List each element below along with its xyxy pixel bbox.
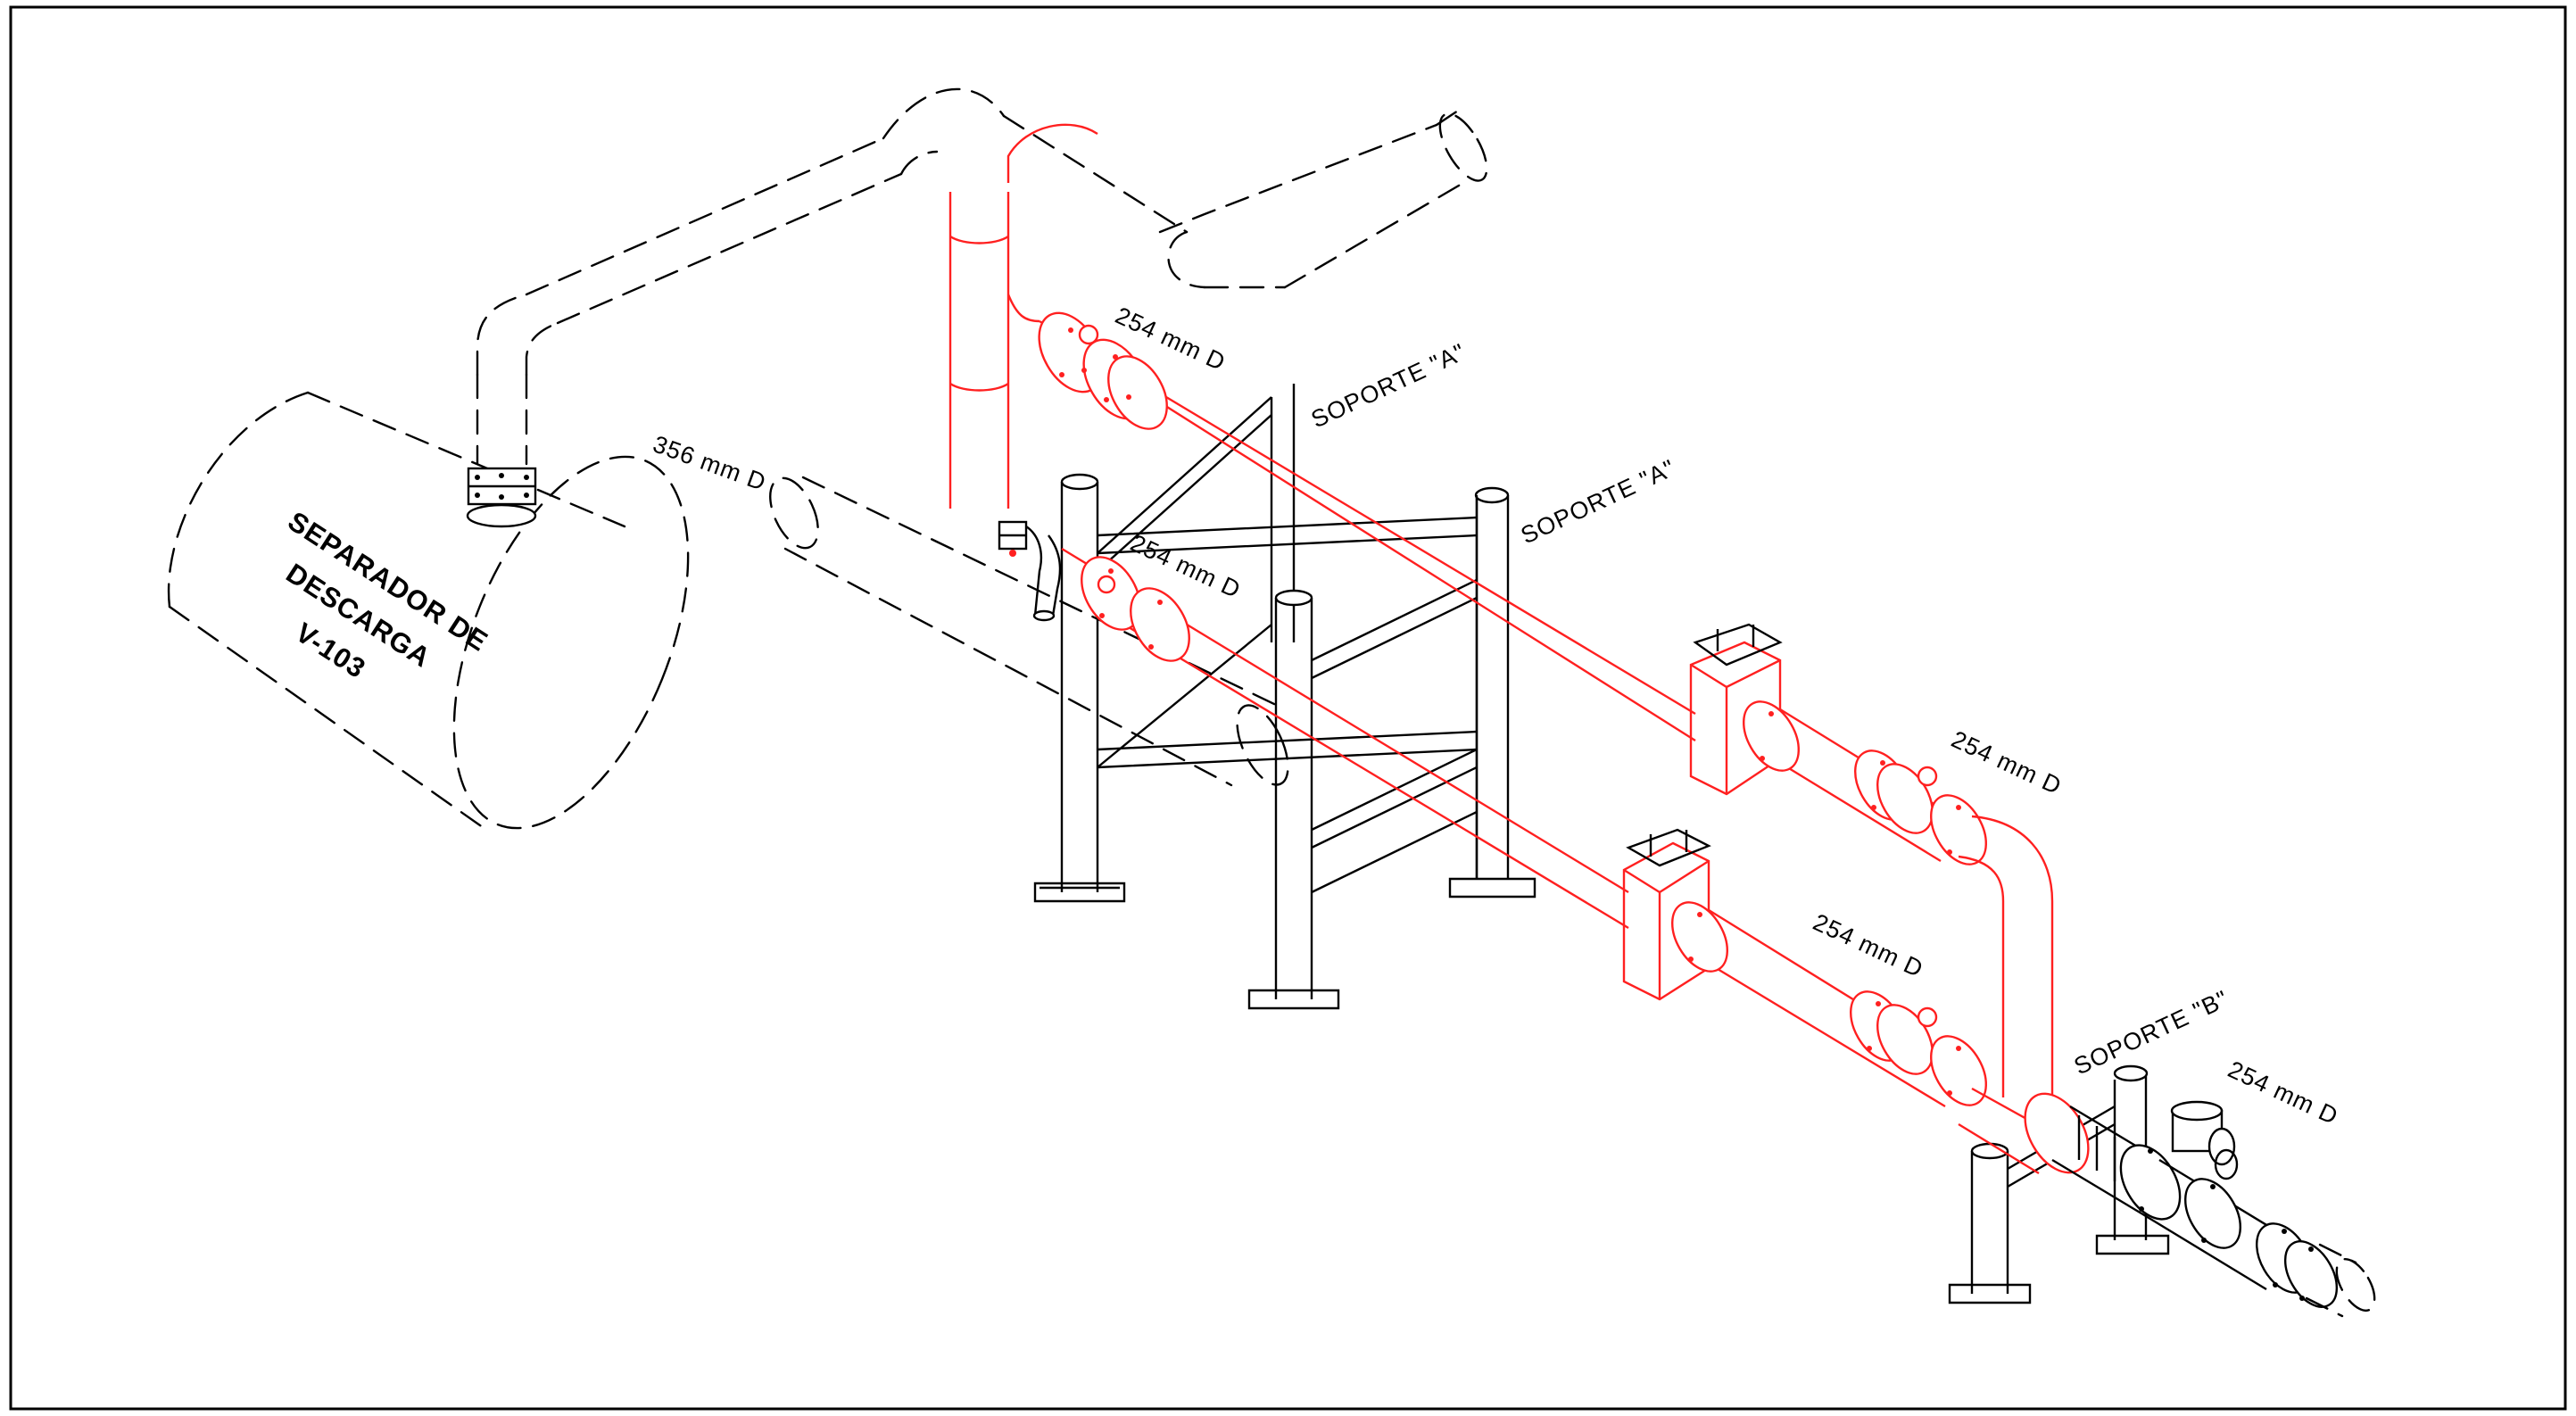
branch-254-lower [1061,547,1629,930]
branch-254-right-upper [1743,700,2054,1097]
separator-vessel-v103 [167,391,690,832]
label-support-a-2: SOPORTE "A" [1517,454,1679,549]
label-pipe-356: 356 mm D [650,430,770,496]
branch-254-upper [1006,294,1696,742]
existing-356-pipe [769,476,1289,787]
existing-header-pipe [476,87,1006,377]
label-pipe-254-outlet: 254 mm D [2224,1056,2342,1130]
support-frame-front [1247,495,1479,1010]
vessel-nozzle [466,373,537,528]
existing-upper-header [1002,105,1488,289]
drain-valve [998,520,1062,622]
label-pipe-254-right-lower: 254 mm D [1809,908,1927,982]
drawing-frame [9,5,2567,1411]
label-pipe-254-right-upper: 254 mm D [1947,725,2066,799]
existing-outlet-pipe [2305,1243,2376,1318]
label-support-a-1: SOPORTE "A" [1307,338,1470,433]
label-support-b: SOPORTE "B" [2070,985,2232,1080]
support-frame-rear [1033,384,1536,903]
branch-254-right-lower [1671,901,2053,1175]
riser-pipe [948,123,1098,509]
vessel-label: SEPARADOR DE DESCARGA V-103 [281,505,494,684]
combining-tee [2024,1092,2339,1308]
